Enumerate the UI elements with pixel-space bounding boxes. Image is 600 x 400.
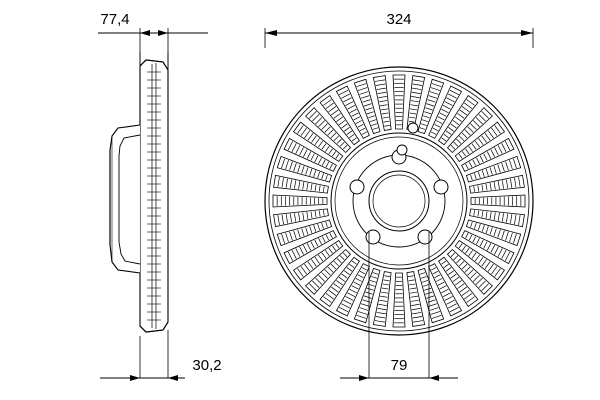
vane-slot bbox=[305, 248, 352, 295]
dimension-overall-width bbox=[98, 28, 208, 70]
vane-slot-ring bbox=[272, 74, 526, 328]
pilot-hole bbox=[396, 144, 408, 156]
vane-slot bbox=[428, 85, 463, 139]
vane-slot bbox=[283, 137, 337, 172]
vane-slot bbox=[372, 271, 392, 327]
pilot-hole bbox=[407, 122, 419, 134]
pilot-hole-group bbox=[396, 122, 419, 156]
vane-slot bbox=[469, 208, 525, 228]
vane-slot bbox=[276, 219, 333, 247]
vane-slot bbox=[469, 174, 525, 194]
vane-hatching bbox=[151, 63, 157, 329]
vane-slot bbox=[372, 75, 392, 131]
vane-slot bbox=[335, 263, 370, 317]
dimension-hub-diameter bbox=[340, 232, 458, 381]
dimension-label-outer-diameter: 324 bbox=[386, 11, 411, 28]
dimension-outer-diameter bbox=[264, 28, 534, 48]
dimension-label-hub-diameter: 79 bbox=[391, 357, 408, 374]
vane-slot bbox=[446, 248, 493, 295]
vane-slot bbox=[353, 78, 381, 135]
vane-slot bbox=[446, 107, 493, 154]
vane-slot bbox=[438, 256, 479, 308]
dimension-disc-thickness bbox=[100, 330, 185, 381]
vane-slot bbox=[273, 174, 329, 194]
vane-slot bbox=[417, 267, 445, 324]
vane-slot bbox=[470, 194, 526, 208]
disc-side-profile bbox=[109, 59, 169, 333]
vane-slot bbox=[406, 271, 426, 327]
vane-slot bbox=[292, 121, 344, 162]
vane-slot bbox=[428, 263, 463, 317]
vane-slot bbox=[438, 94, 479, 146]
center-bore-inner bbox=[372, 174, 426, 228]
vane-slot bbox=[465, 155, 522, 183]
dimension-label-disc-thickness: 30,2 bbox=[192, 357, 221, 374]
vane-ticks bbox=[147, 71, 161, 321]
vane-slot bbox=[273, 208, 329, 228]
vane-slot bbox=[319, 94, 360, 146]
vane-slot bbox=[465, 219, 522, 247]
vane-slot bbox=[272, 194, 328, 208]
vane-slot bbox=[319, 256, 360, 308]
vane-slot bbox=[461, 137, 515, 172]
bolt-hole bbox=[349, 179, 365, 195]
vane-slot bbox=[454, 240, 506, 281]
bolt-hole bbox=[417, 229, 433, 245]
face-view: 324 bbox=[264, 11, 534, 381]
vane-slot bbox=[305, 107, 352, 154]
vane-slot bbox=[283, 230, 337, 265]
vane-slot bbox=[461, 230, 515, 265]
vane-slot bbox=[417, 78, 445, 135]
vane-slot bbox=[392, 272, 406, 328]
bolt-hole bbox=[433, 179, 449, 195]
vane-slot bbox=[276, 155, 333, 183]
dimension-label-overall-width: 77,4 bbox=[100, 11, 129, 28]
vane-slot bbox=[335, 85, 370, 139]
vane-slot bbox=[292, 240, 344, 281]
vane-slot bbox=[392, 74, 406, 130]
bolt-hole bbox=[365, 229, 381, 245]
side-section-view: 77,4 bbox=[98, 11, 222, 381]
vane-slot bbox=[353, 267, 381, 324]
vane-slot bbox=[454, 121, 506, 162]
